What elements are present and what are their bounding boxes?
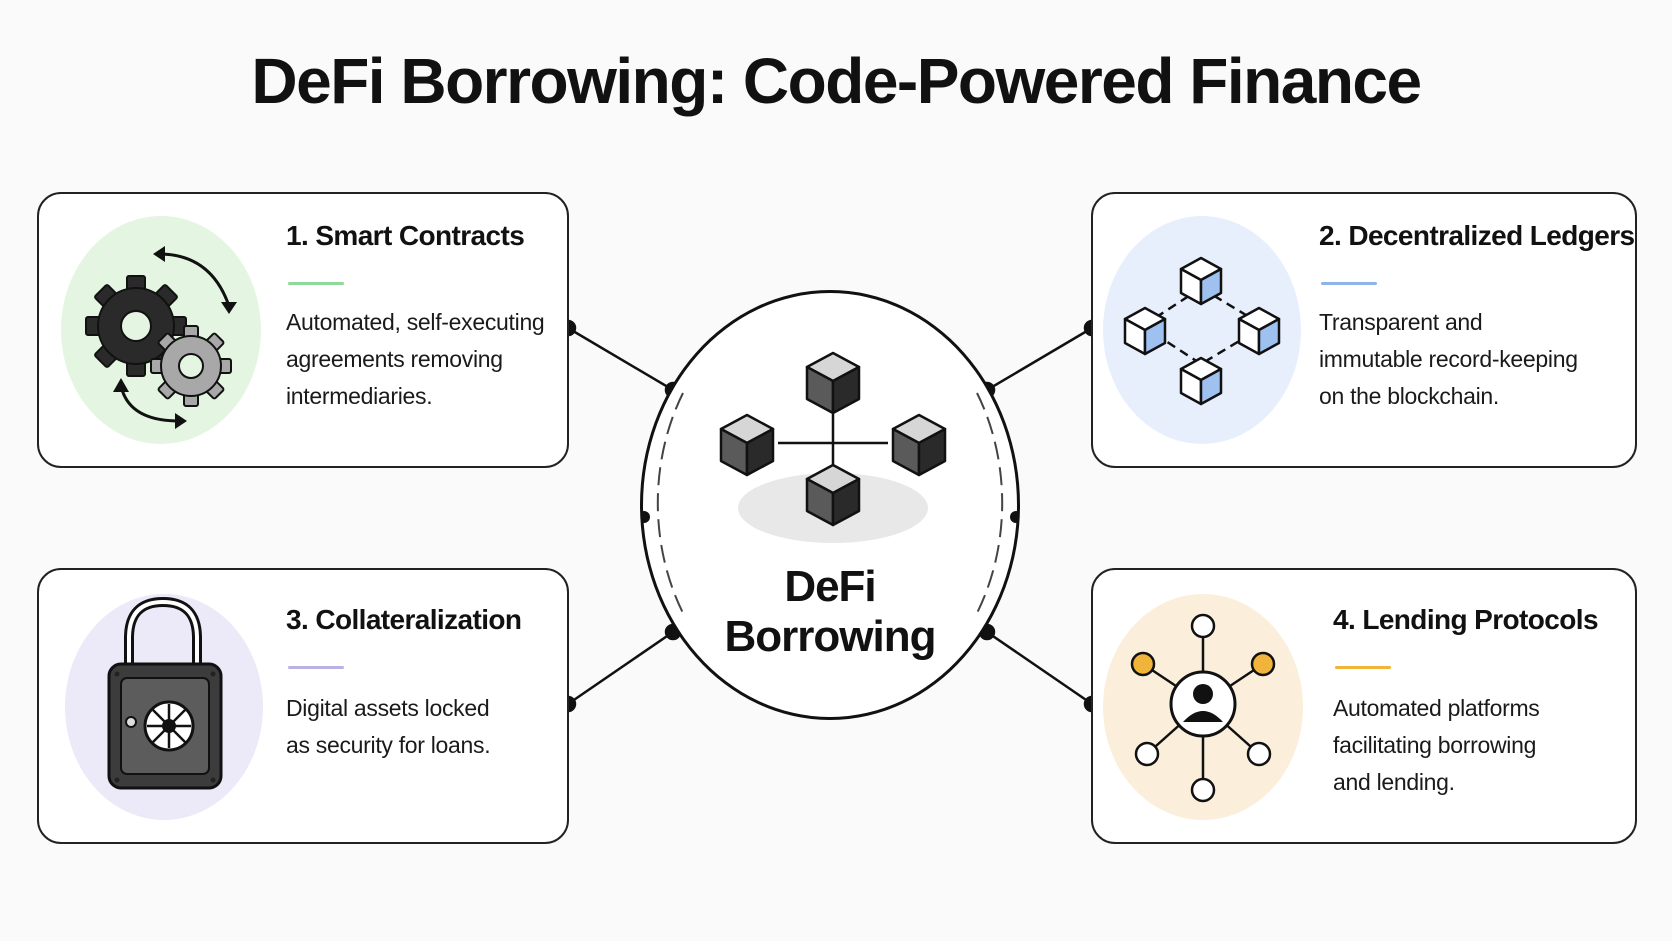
padlock-safe-icon [107, 596, 223, 790]
hub-label-line2: Borrowing [724, 612, 937, 661]
cube-left [719, 413, 775, 477]
hub-circle [640, 290, 1020, 720]
card-title: 2. Decentralized Ledgers [1319, 220, 1635, 251]
accent-line [288, 666, 344, 669]
desc-line: as security for loans. [286, 732, 491, 758]
blockchain-icon [1123, 256, 1281, 406]
desc-line: intermediaries. [286, 383, 433, 409]
card-description: Digital assets locked as security for lo… [286, 690, 566, 764]
desc-line: Transparent and [1319, 309, 1483, 335]
card-title: 4. Lending Protocols [1333, 604, 1599, 635]
accent-line [1321, 282, 1377, 285]
gears-icon [85, 246, 237, 429]
desc-line: and lending. [1333, 769, 1455, 795]
hub-label: DeFi Borrowing [640, 562, 1020, 662]
desc-line: Automated, self-executing [286, 309, 545, 335]
card-smart-contracts: 1. Smart Contracts Automated, self-execu… [37, 192, 569, 468]
card-description: Automated platforms facilitating borrowi… [1333, 690, 1623, 801]
card-title: 3. Collateralization [286, 604, 522, 635]
card-title: 1. Smart Contracts [286, 220, 525, 251]
card-decentralized-ledgers: 2. Decentralized Ledgers Transparent and… [1091, 192, 1637, 468]
network-user-icon [1130, 613, 1276, 803]
icon-circle-decentralized-ledgers [1103, 216, 1301, 444]
hub-ring-dashes [643, 392, 1017, 614]
desc-line: facilitating borrowing [1333, 732, 1537, 758]
desc-line: immutable record-keeping [1319, 346, 1578, 372]
desc-line: Automated platforms [1333, 695, 1540, 721]
icon-circle-collateralization [65, 594, 263, 820]
cube-right [891, 413, 947, 477]
page-title: DeFi Borrowing: Code-Powered Finance [251, 45, 1422, 117]
hub-label-line1: DeFi [784, 562, 876, 611]
icon-circle-lending-protocols [1103, 594, 1303, 820]
hub-blockchain-icon [719, 351, 947, 543]
desc-line: Digital assets locked [286, 695, 490, 721]
card-description: Transparent and immutable record-keeping… [1319, 304, 1619, 415]
desc-line: agreements removing [286, 346, 503, 372]
accent-line [1335, 666, 1391, 669]
icon-circle-smart-contracts [61, 216, 261, 444]
desc-line: on the blockchain. [1319, 383, 1500, 409]
card-collateralization: 3. Collateralization Digital assets lock… [37, 568, 569, 844]
accent-line [288, 282, 344, 285]
card-lending-protocols: 4. Lending Protocols Automated platforms… [1091, 568, 1637, 844]
cube-top [805, 351, 861, 415]
cube-bottom [805, 463, 861, 527]
card-description: Automated, self-executing agreements rem… [286, 304, 566, 415]
